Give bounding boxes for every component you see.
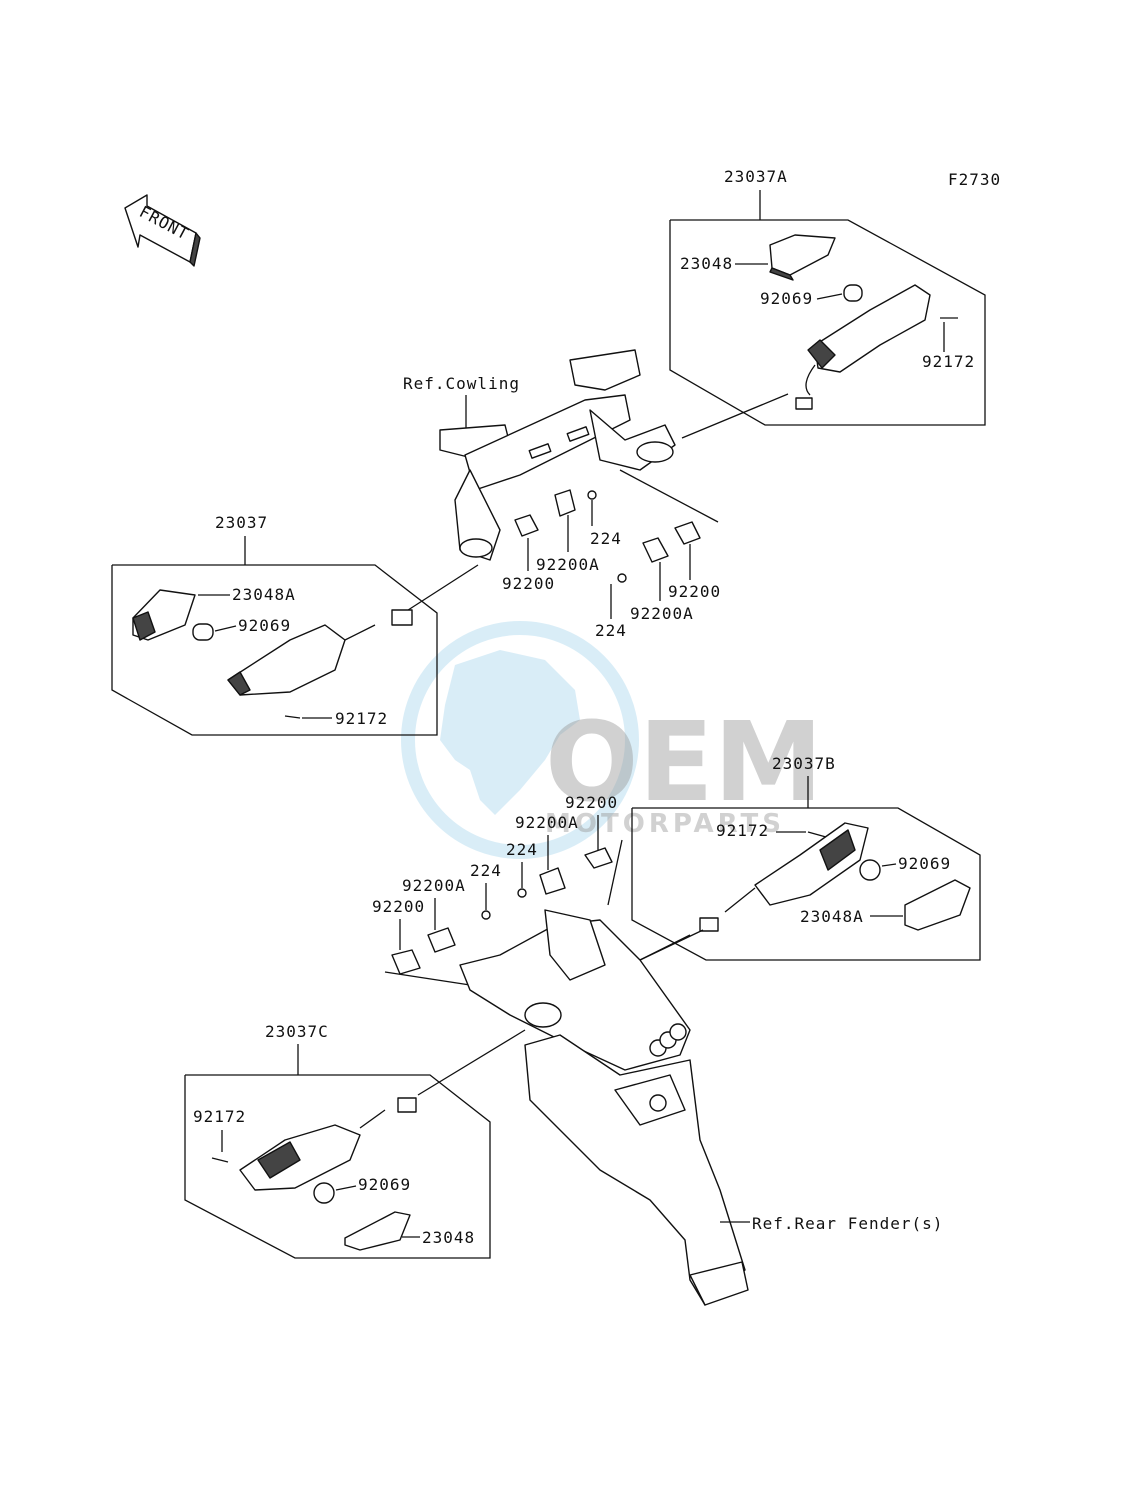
label-lower-92200A-a: 92200A: [402, 876, 466, 895]
leader-23037C-to-fender: [417, 1029, 526, 1096]
label-lower-92200-b: 92200: [565, 793, 618, 812]
group-23037-title: 23037: [215, 513, 268, 532]
rear-fender: Ref.Rear Fender(s): [459, 909, 943, 1306]
group-23037A: 23037A 23048 92069 92172: [669, 167, 986, 439]
label-92172-b: 92172: [335, 709, 388, 728]
watermark-brand: OEM: [545, 698, 823, 826]
label-lower-224-b: 224: [506, 840, 538, 859]
label-92172-a: 92172: [922, 352, 975, 371]
label-23048-d: 23048: [422, 1228, 475, 1247]
group-23037C-title: 23037C: [265, 1022, 329, 1041]
label-92069-c: 92069: [898, 854, 951, 873]
label-lower-92200A-b: 92200A: [515, 813, 579, 832]
connector-a: [795, 397, 813, 410]
label-92069-a: 92069: [760, 289, 813, 308]
label-lower-224-a: 224: [470, 861, 502, 880]
figure-code: F2730: [948, 170, 1001, 189]
label-lower-92200-a: 92200: [372, 897, 425, 916]
label-23048A-b: 23048A: [232, 585, 296, 604]
group-23037C: 23037C 92172 92069 23048: [184, 1022, 526, 1259]
bulb-92069-shape: [843, 284, 863, 302]
group-23037: 23037 23048A 92069 92172: [111, 513, 479, 736]
label-ref-cowling: Ref.Cowling: [403, 374, 520, 393]
leader-23037-to-bracket: [404, 564, 479, 613]
turn-signal-body-a: [814, 284, 931, 373]
label-ref-rear-fender: Ref.Rear Fender(s): [752, 1214, 943, 1233]
lens-23048-shape: [769, 234, 836, 276]
watermark-sub: MOTORPARTS: [545, 809, 785, 839]
label-upper-92200A-a: 92200A: [536, 555, 600, 574]
label-upper-224-a: 224: [590, 529, 622, 548]
label-23048: 23048: [680, 254, 733, 273]
leader-23037A-to-bracket: [681, 393, 789, 439]
lower-fasteners: 92200 92200A 224 224 92200A 92200: [372, 793, 623, 986]
group-23037B: 23037B 92172 92069 23048A: [631, 754, 981, 961]
front-arrow-icon: FRONT: [124, 194, 201, 267]
label-92172-d: 92172: [193, 1107, 246, 1126]
upper-fasteners: 224 92200A 92200 92200 92200A 224: [502, 489, 721, 640]
label-92172-c: 92172: [716, 821, 769, 840]
label-upper-92200A-b: 92200A: [630, 604, 694, 623]
label-upper-224-b: 224: [595, 621, 627, 640]
group-23037A-title: 23037A: [724, 167, 788, 186]
label-upper-92200-a: 92200: [502, 574, 555, 593]
front-bracket: Ref.Cowling: [403, 349, 719, 561]
label-92069-d: 92069: [358, 1175, 411, 1194]
label-23048A-c: 23048A: [800, 907, 864, 926]
group-23037B-title: 23037B: [772, 754, 836, 773]
oem-watermark: OEM MOTORPARTS: [401, 621, 823, 859]
label-92069-b: 92069: [238, 616, 291, 635]
label-upper-92200-b: 92200: [668, 582, 721, 601]
